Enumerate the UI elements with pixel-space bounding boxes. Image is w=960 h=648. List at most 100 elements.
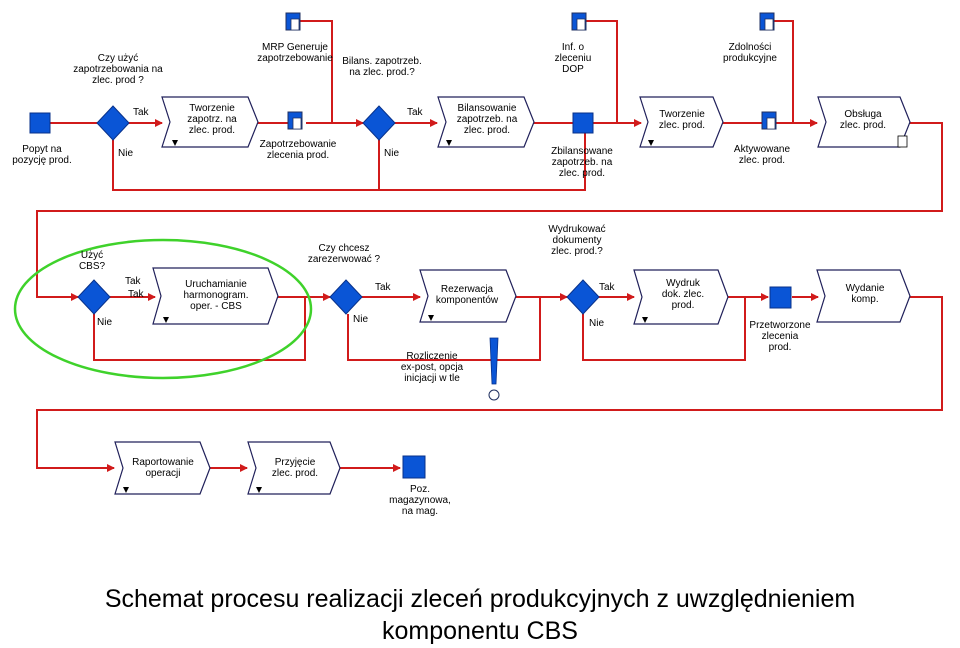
- label-line: komp.: [851, 294, 878, 305]
- decision-q5: [566, 279, 600, 315]
- event-popyt: [29, 112, 51, 134]
- function-bilansowanie: [437, 96, 535, 148]
- flow-lines: [36, 20, 943, 472]
- label-line: Wydruk: [666, 278, 701, 289]
- decision-q4: [329, 279, 363, 315]
- label-q3-tak: Tak: [125, 276, 142, 287]
- label-q1-nie: Nie: [118, 148, 133, 159]
- label-line: DOP: [562, 64, 584, 75]
- label-line: zapotrz. na: [187, 114, 237, 125]
- label-q1-tak: Tak: [133, 107, 150, 118]
- label-q2: Bilans. zapotrzeb.na zlec. prod.?: [342, 56, 422, 78]
- label-line: pozycję prod.: [12, 155, 71, 166]
- label-line: Zdolności: [729, 42, 772, 53]
- label-line: MRP Generuje: [262, 42, 328, 53]
- label-line: Użyć: [81, 250, 103, 261]
- label-line: zapotrzeb. na: [552, 157, 613, 168]
- function-obsluga: [817, 96, 911, 148]
- label-line: zlec. prod.: [189, 125, 235, 136]
- label-line: ex-post, opcja: [401, 362, 464, 373]
- label-line: zleceniu: [555, 53, 592, 64]
- label-line: zlec. prod.: [659, 120, 705, 131]
- label-q3-tak-2: Tak: [128, 289, 145, 300]
- label-line: Bilansowanie: [458, 103, 517, 114]
- label-line: Przetworzone: [749, 320, 811, 331]
- label-line: Tworzenie: [659, 109, 705, 120]
- function-tworzenie-zlec: [639, 96, 724, 148]
- document-icon: [285, 12, 301, 31]
- label-line: magazynowa,: [389, 495, 451, 506]
- label-line: zlec. prod ?: [92, 75, 144, 86]
- label-q4-tak: Tak: [375, 282, 392, 293]
- function-rezerwacja: [419, 269, 517, 323]
- label-line: dok. zlec.: [662, 289, 704, 300]
- event-poz-mag: [402, 455, 426, 479]
- label-line: CBS?: [79, 261, 106, 272]
- caption-line-2: komponentu CBS: [382, 617, 578, 645]
- label-line: zlec. prod.: [464, 125, 510, 136]
- label-q5-tak: Tak: [599, 282, 616, 293]
- function-tworzenie-zapotrz: [161, 96, 259, 148]
- label-line: Rozliczenie: [406, 351, 458, 362]
- label-line: Raportowanie: [132, 457, 194, 468]
- flow-line: [36, 122, 943, 301]
- function-przyjecie: [247, 441, 341, 495]
- label-line: zlec. prod.?: [551, 246, 603, 257]
- label-line: zlec. prod.: [739, 155, 785, 166]
- document-icon: [761, 111, 777, 130]
- flow-line: [298, 20, 333, 123]
- label-q2-nie: Nie: [384, 148, 399, 159]
- caption-line-1: Schemat procesu realizacji zleceń produk…: [104, 585, 856, 613]
- label-line: Czy chcesz: [318, 243, 369, 254]
- label-line: Wydanie: [846, 283, 885, 294]
- label-line: Bilans. zapotrzeb.: [342, 56, 422, 67]
- document-icon: [759, 12, 775, 31]
- event-zbilansowane: [572, 112, 594, 134]
- label-q4-nie: Nie: [353, 314, 368, 325]
- document-icon: [287, 111, 303, 130]
- flow-line: [772, 20, 794, 123]
- label-line: Wydrukować: [548, 224, 605, 235]
- decision-q3: [77, 279, 111, 315]
- function-wydruk: [633, 269, 729, 325]
- function-uruchamianie: [152, 267, 279, 325]
- label-line: Popyt na: [22, 144, 62, 155]
- flow-line: [36, 296, 943, 472]
- label-line: dokumenty: [553, 235, 602, 246]
- label-line: na mag.: [402, 506, 438, 517]
- label-line: zlecenia prod.: [267, 150, 329, 161]
- label-line: Czy użyć: [98, 53, 139, 64]
- label-q2-tak: Tak: [407, 107, 424, 118]
- cbs-highlight-ellipse: [13, 238, 313, 380]
- label-line: Obsługa: [844, 109, 882, 120]
- label-line: zarezerwować ?: [308, 254, 381, 265]
- flow-line: [582, 297, 746, 361]
- label-line: Przyjęcie: [275, 457, 316, 468]
- label-line: zapotrzebowania na: [73, 64, 163, 75]
- label-line: inicjacji w tle: [404, 373, 460, 384]
- label-line: zapotrzeb. na: [457, 114, 518, 125]
- function-wydanie: [816, 269, 911, 323]
- flow-line: [112, 132, 586, 191]
- label-line: zlecenia: [762, 331, 799, 342]
- decision-q1: [96, 105, 130, 141]
- label-line: harmonogram.: [183, 290, 248, 301]
- label-line: Poz.: [410, 484, 430, 495]
- label-line: Zbilansowane: [551, 146, 613, 157]
